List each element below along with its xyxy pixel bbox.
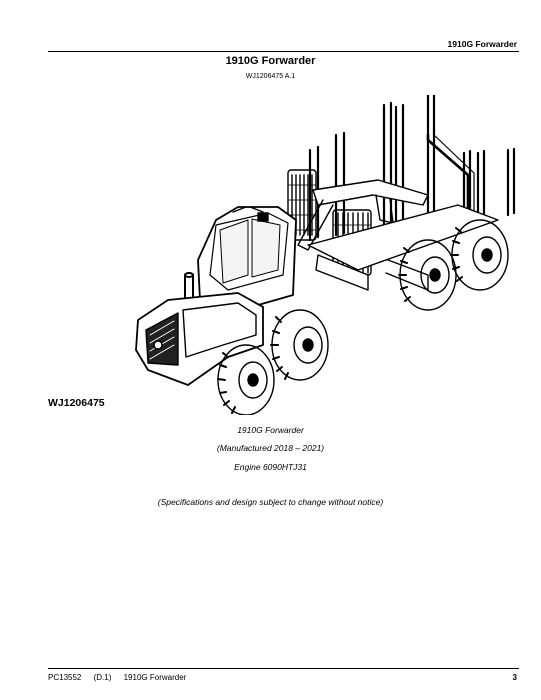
footer-divider bbox=[48, 668, 519, 669]
figure-id: WJ1206475 A.1 bbox=[245, 73, 296, 80]
disclaimer-note: (Specifications and design subject to ch… bbox=[157, 497, 384, 507]
running-header-title: 1910G Forwarder bbox=[447, 39, 517, 49]
rear-wheels bbox=[398, 219, 509, 311]
front-wheels bbox=[217, 309, 329, 415]
load-stakes bbox=[308, 95, 516, 242]
forwarder-machine-illustration bbox=[135, 95, 516, 415]
engine-hood bbox=[135, 292, 264, 386]
crane-boom bbox=[297, 179, 429, 251]
model-code: WJ1206475 bbox=[48, 397, 105, 409]
page-number: 3 bbox=[512, 673, 517, 682]
manufactured-years: (Manufactured 2018 – 2021) bbox=[216, 443, 325, 453]
exhaust-pipe bbox=[184, 272, 194, 298]
page-title: 1910G Forwarder bbox=[225, 55, 316, 67]
footer-title: 1910G Forwarder bbox=[123, 673, 187, 682]
chassis-frame bbox=[307, 204, 499, 291]
cab bbox=[197, 206, 297, 316]
front-gate bbox=[426, 133, 475, 218]
doc-number: PC13552 bbox=[48, 673, 82, 682]
engine-line: Engine 6090HTJ31 bbox=[234, 462, 307, 472]
footer-info: PC13552 (D.1) 1910G Forwarder bbox=[48, 673, 196, 682]
header-divider bbox=[48, 51, 519, 52]
grille-left bbox=[287, 169, 317, 241]
revision: (D.1) bbox=[93, 673, 112, 682]
model-line: 1910G Forwarder bbox=[237, 425, 304, 435]
